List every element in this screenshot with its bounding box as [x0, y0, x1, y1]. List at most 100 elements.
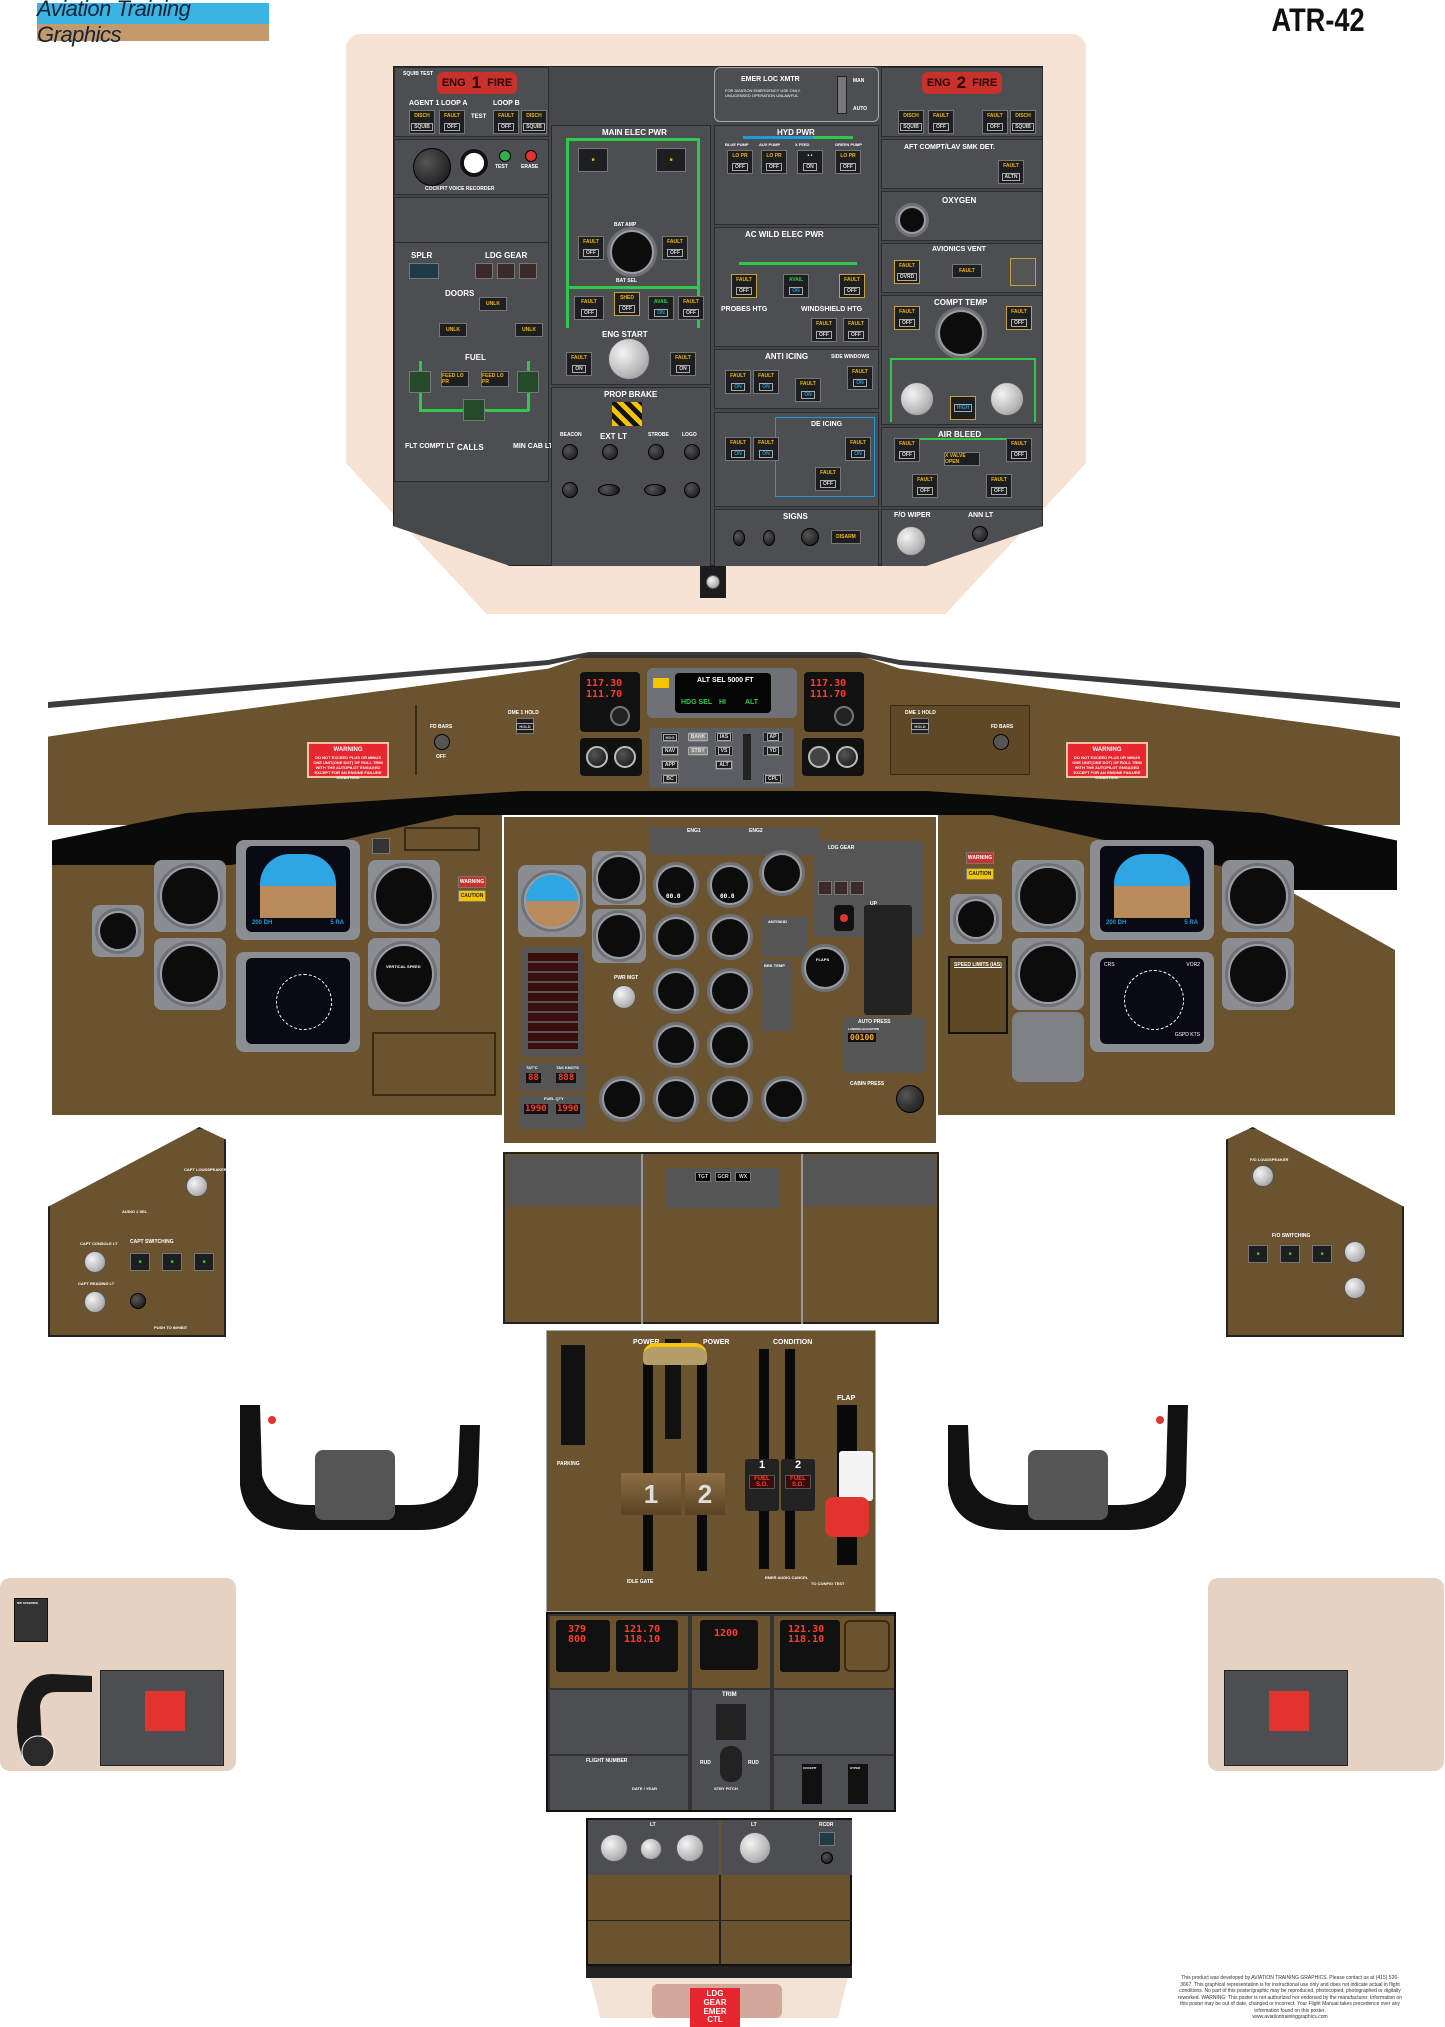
dme-hold-button-r[interactable]: HOLD [911, 718, 929, 734]
hdg-mode-button[interactable]: HDG [661, 732, 679, 742]
capt-master-warning[interactable]: WARNING [458, 876, 486, 888]
alt-mode-button[interactable]: ALT [715, 760, 733, 770]
eng1-lp-valve[interactable] [409, 371, 431, 393]
efis-sg-switch[interactable]: ■ [194, 1253, 214, 1271]
cvr-erase-button[interactable] [525, 150, 537, 162]
lt-knob-chrt[interactable] [640, 1838, 662, 1860]
wing-switch[interactable] [684, 482, 700, 498]
rcdr-button[interactable] [819, 1832, 835, 1846]
fo-console-lt-knob[interactable] [1344, 1241, 1366, 1263]
fo-wiper-knob[interactable] [896, 526, 926, 556]
ann-lt-switch[interactable] [972, 526, 988, 542]
beacon-switch[interactable] [562, 444, 578, 460]
gust-lock-lever[interactable] [643, 1343, 707, 1365]
alt-knob[interactable] [808, 746, 830, 768]
eng2-lp-valve[interactable] [517, 371, 539, 393]
fo-vor-ils-switch[interactable]: ■ [1280, 1245, 1300, 1263]
rudder-trim-knob[interactable] [720, 1746, 742, 1782]
fd-bars-switch[interactable] [434, 734, 450, 750]
eng2-fire-handle[interactable]: ENG 2 FIRE [922, 72, 1002, 94]
hyper-switch[interactable]: HYPER [848, 1764, 868, 1804]
nav-switch[interactable] [602, 444, 618, 460]
capt-master-caution[interactable]: CAUTION [458, 890, 486, 902]
ovbd-valve-switch[interactable] [1010, 258, 1036, 286]
eng1-feed-lo-pr[interactable]: FEED LO PR [441, 371, 469, 387]
seat-belts-switch[interactable] [763, 530, 775, 546]
no-smkg-switch[interactable] [733, 530, 745, 546]
eng1-fire-handle[interactable]: ENG 1 FIRE [437, 72, 517, 94]
eng-start-rotary[interactable] [608, 338, 650, 380]
fo-efis-sg-switch[interactable]: ■ [1312, 1245, 1332, 1263]
fo-master-warning[interactable]: WARNING [966, 852, 994, 864]
bc-mode-button[interactable]: BC [661, 774, 679, 784]
radar-wx-button[interactable]: WX [735, 1172, 751, 1182]
fo-control-yoke[interactable] [928, 1395, 1208, 1565]
att-hdg-switch[interactable]: ■ [130, 1253, 150, 1271]
rcdr-reset-button[interactable] [821, 1852, 833, 1864]
ap-engage-button[interactable]: AP [763, 732, 783, 742]
fo-master-caution[interactable]: CAUTION [966, 868, 994, 880]
cvr-test-button[interactable] [499, 150, 511, 162]
fo-att-hdg-switch[interactable]: ■ [1248, 1245, 1268, 1263]
oxygen-mask-red-tab[interactable] [145, 1691, 185, 1731]
land-r-switch[interactable] [644, 484, 666, 496]
strobe-switch[interactable] [648, 444, 664, 460]
nav2-tune-knob[interactable] [834, 706, 854, 726]
fd-bars-switch-r[interactable] [993, 734, 1009, 750]
hyd-x-feed-button[interactable]: • •ON [797, 150, 823, 174]
crs2-knob[interactable] [836, 746, 858, 768]
cabin-temp-knob[interactable] [990, 382, 1024, 416]
parking-brake-lever[interactable] [561, 1345, 585, 1445]
fuel-x-feed[interactable] [463, 399, 485, 421]
vs-mode-button[interactable]: VS [715, 746, 733, 756]
prop-brake-switch[interactable] [612, 402, 642, 426]
stby-button[interactable]: STBY [688, 746, 708, 756]
fo-oxygen-mask-red-tab[interactable] [1269, 1691, 1309, 1731]
lt-knob-1[interactable] [600, 1834, 628, 1862]
inv2-button[interactable]: ■ [656, 148, 686, 172]
power-lever-2[interactable]: 2 [685, 1473, 725, 1515]
pwr-mgt-selector[interactable] [612, 985, 636, 1009]
radar-gcr-button[interactable]: GCR [715, 1172, 731, 1182]
cpl-button[interactable]: CPL [763, 774, 783, 784]
eng2-feed-lo-pr[interactable]: FEED LO PR [481, 371, 509, 387]
taxi-to-switch[interactable] [562, 482, 578, 498]
fo-reading-lt-knob[interactable] [1344, 1277, 1366, 1299]
ias-mode-button[interactable]: IAS [715, 732, 733, 742]
dme-hold-button[interactable]: HOLD [516, 718, 534, 734]
nw-steering-switch[interactable]: NW STEERING [14, 1598, 48, 1642]
vor-ils-switch[interactable]: ■ [162, 1253, 182, 1271]
nose-wheel-tiller[interactable] [12, 1666, 102, 1766]
logo-switch[interactable] [684, 444, 700, 460]
elt-switch[interactable] [837, 76, 847, 114]
radar-tgt-button[interactable]: TGT [695, 1172, 711, 1182]
capt-reading-lt-knob[interactable] [84, 1291, 106, 1313]
